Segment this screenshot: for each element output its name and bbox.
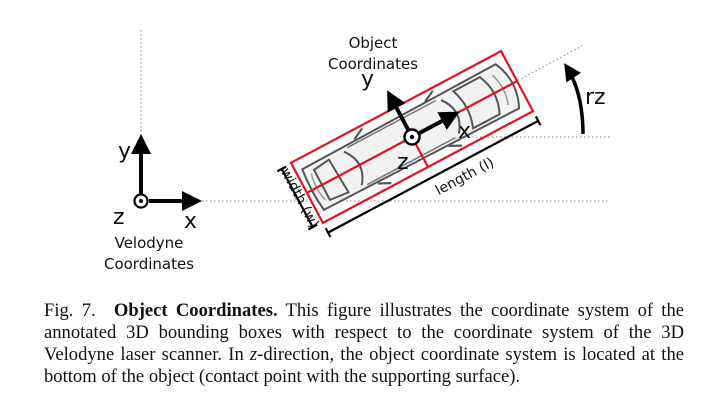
length-label: length (l)	[433, 155, 497, 199]
object-axes	[387, 90, 460, 136]
object-origin-icon	[403, 128, 421, 146]
caption-body-part1: This figure illustrates the coordinate s…	[44, 300, 685, 365]
caption-title: Object Coordinates.	[113, 300, 278, 321]
rotation-label: rz	[585, 85, 606, 110]
coordinate-diagram: y x z Velodyne Coordinates Object Coordi…	[104, 30, 610, 273]
object-title-line1: Object	[349, 34, 398, 52]
velodyne-title-line2: Coordinates	[104, 255, 194, 273]
object-z-label: z	[397, 150, 409, 175]
caption-figure-number: Fig. 7.	[44, 300, 96, 321]
velodyne-title-line1: Velodyne	[115, 234, 184, 252]
velodyne-z-label: z	[113, 205, 125, 230]
object-x-label: x	[458, 119, 471, 144]
length-dimension	[324, 115, 542, 238]
caption-body-italic: z	[249, 344, 258, 365]
rotation-arrow	[564, 63, 585, 135]
figure-caption: Fig. 7. Object Coordinates. This figure …	[44, 300, 684, 388]
object-y-label: y	[361, 67, 374, 92]
width-dimension	[276, 165, 318, 231]
velodyne-axes	[131, 134, 202, 211]
velodyne-y-label: y	[118, 139, 131, 164]
velodyne-x-label: x	[184, 209, 197, 234]
caption-body-part2: -direction, the object coordinate system…	[44, 344, 684, 387]
object-title-line2: Coordinates	[328, 55, 418, 73]
